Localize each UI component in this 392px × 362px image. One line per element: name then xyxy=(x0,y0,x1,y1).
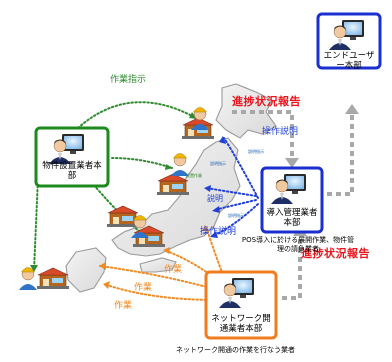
work-label-1: 作業 xyxy=(164,265,183,275)
progress-report-bottom: 進捗状況報告 xyxy=(301,247,370,260)
progress-report-top: 進捗状況報告 xyxy=(232,95,301,108)
network-label: ネットワーク開通業者本部 xyxy=(211,314,271,334)
work-label-3: 作業 xyxy=(114,301,133,311)
install-work-small: 設置作業 xyxy=(186,173,202,178)
network-caption: ネットワーク開通の作業を行なう業者 xyxy=(176,346,295,354)
work-label-2: 作業 xyxy=(134,283,153,293)
instruction-small-c: 説明指示 xyxy=(228,213,244,218)
operation-explanation-top-label: 操作説明 xyxy=(262,127,299,137)
management-label: 導入管理業者本部 xyxy=(266,208,318,228)
work-instruction-label: 作業指示 xyxy=(110,75,147,85)
installer-box xyxy=(34,126,110,188)
installer-label: 物件設置業者本部 xyxy=(42,161,102,181)
instruction-small-b: 説明指示 xyxy=(210,161,226,166)
end-user-label: エンドユーザー本部 xyxy=(323,51,375,71)
blue-arrowheads xyxy=(204,136,226,238)
explanation-label: 説明 xyxy=(207,194,223,203)
store-icon xyxy=(36,267,70,290)
instruction-small-a: 説明指示 xyxy=(248,149,264,154)
progress-report-lines xyxy=(232,110,354,300)
operation-explanation-bottom-label: 操作説明 xyxy=(200,227,237,237)
store-icon xyxy=(156,173,190,196)
network-box xyxy=(204,270,278,340)
orange-arrowheads xyxy=(99,225,209,289)
end-user-box xyxy=(316,12,382,70)
management-caption: POS導入に於ける展開作業、物件管理の請負業者 xyxy=(241,236,355,253)
